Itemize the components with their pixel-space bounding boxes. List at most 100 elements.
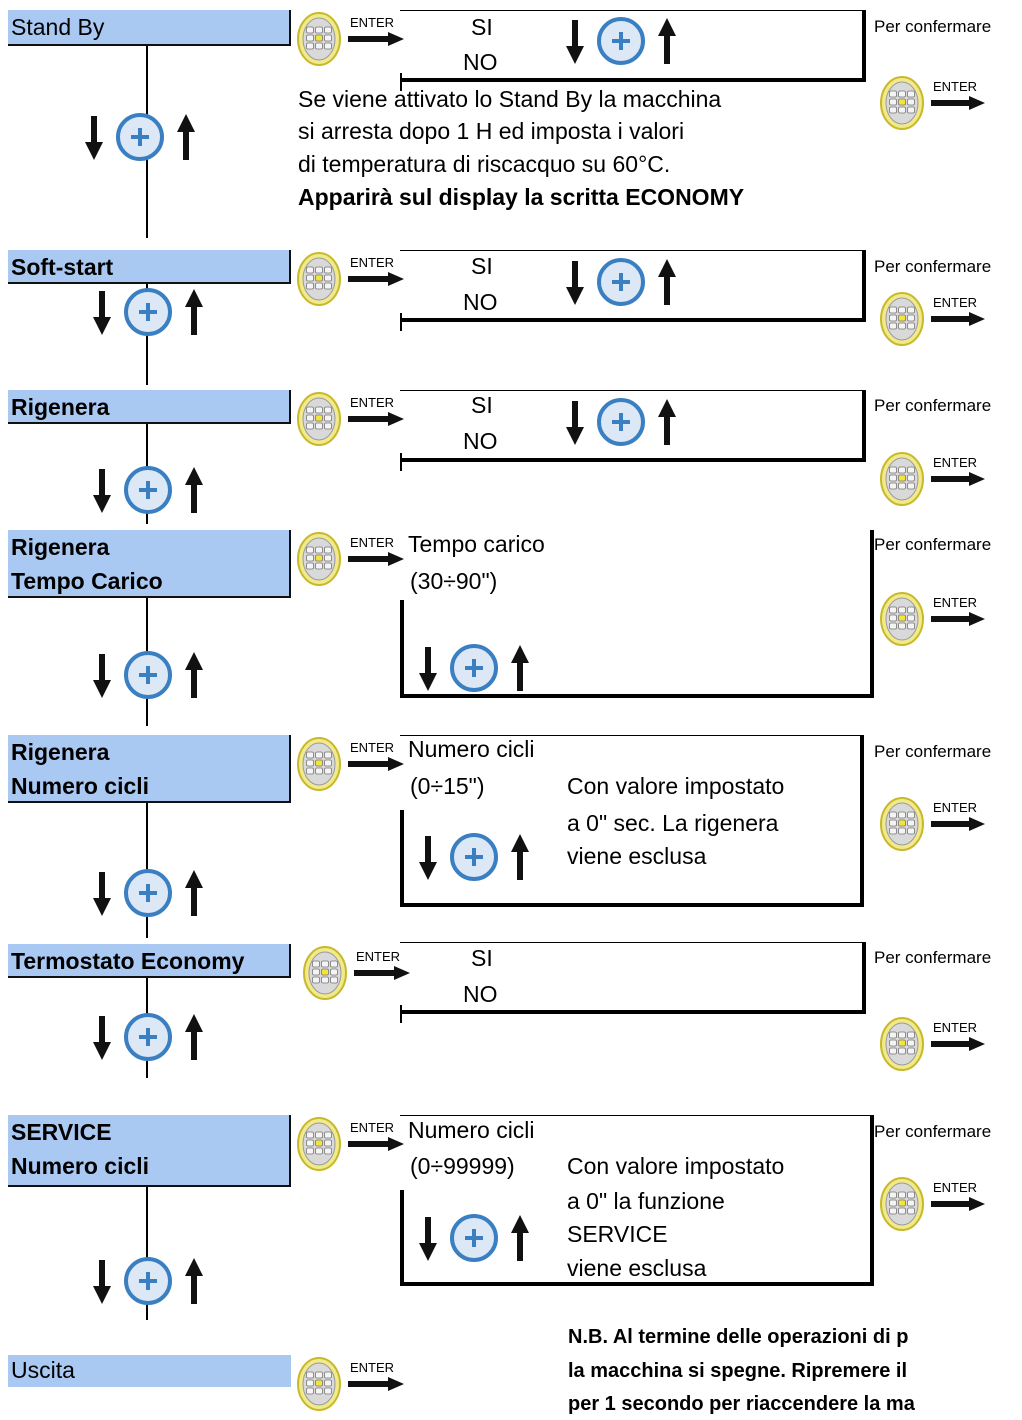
menu-label-rigenera-cicli[interactable]: Rigenera Numero cicli bbox=[8, 735, 291, 803]
right-arrow-icon bbox=[931, 1197, 985, 1211]
up-arrow-icon bbox=[511, 645, 529, 691]
up-arrow-icon bbox=[185, 289, 203, 335]
option-no[interactable]: NO bbox=[463, 981, 498, 1007]
field-range: (0÷15") bbox=[410, 773, 485, 799]
menu-label-rigenera-tempo[interactable]: Rigenera Tempo Carico bbox=[8, 530, 291, 598]
plus-icon bbox=[450, 1214, 498, 1262]
down-arrow-icon bbox=[566, 20, 584, 64]
enter-label: ENTER bbox=[350, 535, 395, 550]
up-down-plus-icon[interactable] bbox=[419, 1213, 529, 1263]
option-si[interactable]: SI bbox=[471, 945, 493, 971]
enter-button[interactable]: ENTER bbox=[296, 250, 408, 310]
plus-icon bbox=[450, 833, 498, 881]
enter-button[interactable]: ENTER bbox=[879, 1175, 989, 1235]
enter-button[interactable]: ENTER bbox=[879, 795, 989, 855]
menu-label-rigenera[interactable]: Rigenera bbox=[8, 390, 291, 424]
confirm-text: Per confermare bbox=[874, 17, 992, 36]
plus-icon bbox=[124, 869, 172, 917]
down-arrow-icon bbox=[419, 647, 437, 691]
footer-note-line: la macchina si spegne. Ripremere il bbox=[568, 1360, 908, 1382]
option-si[interactable]: SI bbox=[471, 392, 493, 418]
up-down-plus-icon[interactable] bbox=[566, 16, 676, 66]
up-down-plus-icon[interactable] bbox=[93, 1256, 203, 1306]
enter-label: ENTER bbox=[350, 1360, 395, 1375]
value-box bbox=[400, 1115, 874, 1286]
enter-button[interactable]: ENTER bbox=[296, 10, 408, 70]
enter-button[interactable]: ENTER bbox=[296, 530, 408, 590]
up-down-plus-icon[interactable] bbox=[93, 465, 203, 515]
field-title: Tempo carico bbox=[408, 531, 545, 557]
up-down-plus-icon[interactable] bbox=[93, 1012, 203, 1062]
enter-label: ENTER bbox=[356, 949, 401, 964]
up-down-plus-icon[interactable] bbox=[85, 112, 195, 162]
option-no[interactable]: NO bbox=[463, 289, 498, 315]
up-down-plus-icon[interactable] bbox=[93, 650, 203, 700]
menu-label-termostato[interactable]: Termostato Economy bbox=[8, 944, 291, 978]
enter-button[interactable]: ENTER bbox=[302, 944, 414, 1004]
keypad-icon bbox=[879, 1015, 925, 1075]
confirm-text: Per confermare bbox=[874, 742, 992, 761]
menu-label-text: Rigenera bbox=[11, 739, 110, 765]
menu-label-uscita[interactable]: Uscita bbox=[8, 1355, 291, 1387]
up-arrow-icon bbox=[658, 399, 676, 445]
up-down-plus-icon[interactable] bbox=[419, 832, 529, 882]
enter-label: ENTER bbox=[933, 595, 978, 610]
keypad-icon bbox=[296, 735, 342, 795]
plus-icon bbox=[597, 398, 645, 446]
right-arrow-icon bbox=[348, 552, 404, 566]
down-arrow-icon bbox=[93, 291, 111, 335]
menu-label-text: Rigenera bbox=[11, 534, 110, 560]
enter-button[interactable]: ENTER bbox=[879, 450, 989, 510]
up-down-plus-icon[interactable] bbox=[566, 397, 676, 447]
menu-label-standby[interactable]: Stand By bbox=[8, 10, 291, 46]
right-arrow-icon bbox=[931, 817, 985, 831]
enter-button[interactable]: ENTER bbox=[879, 290, 989, 350]
keypad-icon bbox=[879, 450, 925, 510]
up-down-plus-icon[interactable] bbox=[93, 287, 203, 337]
menu-label-service[interactable]: SERVICE Numero cicli bbox=[8, 1115, 291, 1187]
enter-button[interactable]: ENTER bbox=[296, 1115, 408, 1175]
up-arrow-icon bbox=[185, 652, 203, 698]
field-note-line: SERVICE bbox=[567, 1221, 668, 1247]
option-no[interactable]: NO bbox=[463, 49, 498, 75]
enter-button[interactable]: ENTER bbox=[879, 590, 989, 650]
menu-label-text: Numero cicli bbox=[11, 1153, 150, 1179]
enter-label: ENTER bbox=[350, 1120, 395, 1135]
enter-button[interactable]: ENTER bbox=[879, 1015, 989, 1075]
option-si[interactable]: SI bbox=[471, 253, 493, 279]
down-arrow-icon bbox=[93, 1016, 111, 1060]
menu-label-softstart[interactable]: Soft-start bbox=[8, 250, 291, 284]
down-arrow-icon bbox=[85, 116, 103, 160]
down-arrow-icon bbox=[93, 469, 111, 513]
standby-note-line: Se viene attivato lo Stand By la macchin… bbox=[298, 86, 722, 112]
menu-label-text: Tempo Carico bbox=[11, 568, 163, 594]
field-note-line: Con valore impostato bbox=[567, 1153, 785, 1179]
right-arrow-icon bbox=[348, 272, 404, 286]
down-arrow-icon bbox=[566, 261, 584, 305]
footer-note-line: per 1 secondo per riaccendere la ma bbox=[568, 1393, 915, 1415]
up-down-plus-icon[interactable] bbox=[93, 868, 203, 918]
right-arrow-icon bbox=[348, 32, 404, 46]
enter-button[interactable]: ENTER bbox=[296, 735, 408, 795]
plus-icon bbox=[597, 17, 645, 65]
confirm-text: Per confermare bbox=[874, 396, 992, 415]
option-si[interactable]: SI bbox=[471, 14, 493, 40]
up-down-plus-icon[interactable] bbox=[566, 257, 676, 307]
up-arrow-icon bbox=[511, 1215, 529, 1261]
standby-note-bold: Apparirà sul display la scritta ECONOMY bbox=[298, 184, 745, 210]
enter-button[interactable]: ENTER bbox=[879, 74, 989, 134]
value-box bbox=[400, 735, 864, 907]
keypad-icon bbox=[296, 1355, 342, 1415]
keypad-icon bbox=[296, 10, 342, 70]
plus-icon bbox=[124, 1013, 172, 1061]
enter-button[interactable]: ENTER bbox=[296, 1355, 408, 1415]
keypad-icon bbox=[879, 795, 925, 855]
keypad-icon bbox=[879, 290, 925, 350]
plus-icon bbox=[116, 113, 164, 161]
enter-button[interactable]: ENTER bbox=[296, 390, 408, 450]
enter-label: ENTER bbox=[933, 800, 978, 815]
keypad-icon bbox=[296, 250, 342, 310]
up-down-plus-icon[interactable] bbox=[419, 643, 529, 693]
down-arrow-icon bbox=[419, 836, 437, 880]
option-no[interactable]: NO bbox=[463, 428, 498, 454]
